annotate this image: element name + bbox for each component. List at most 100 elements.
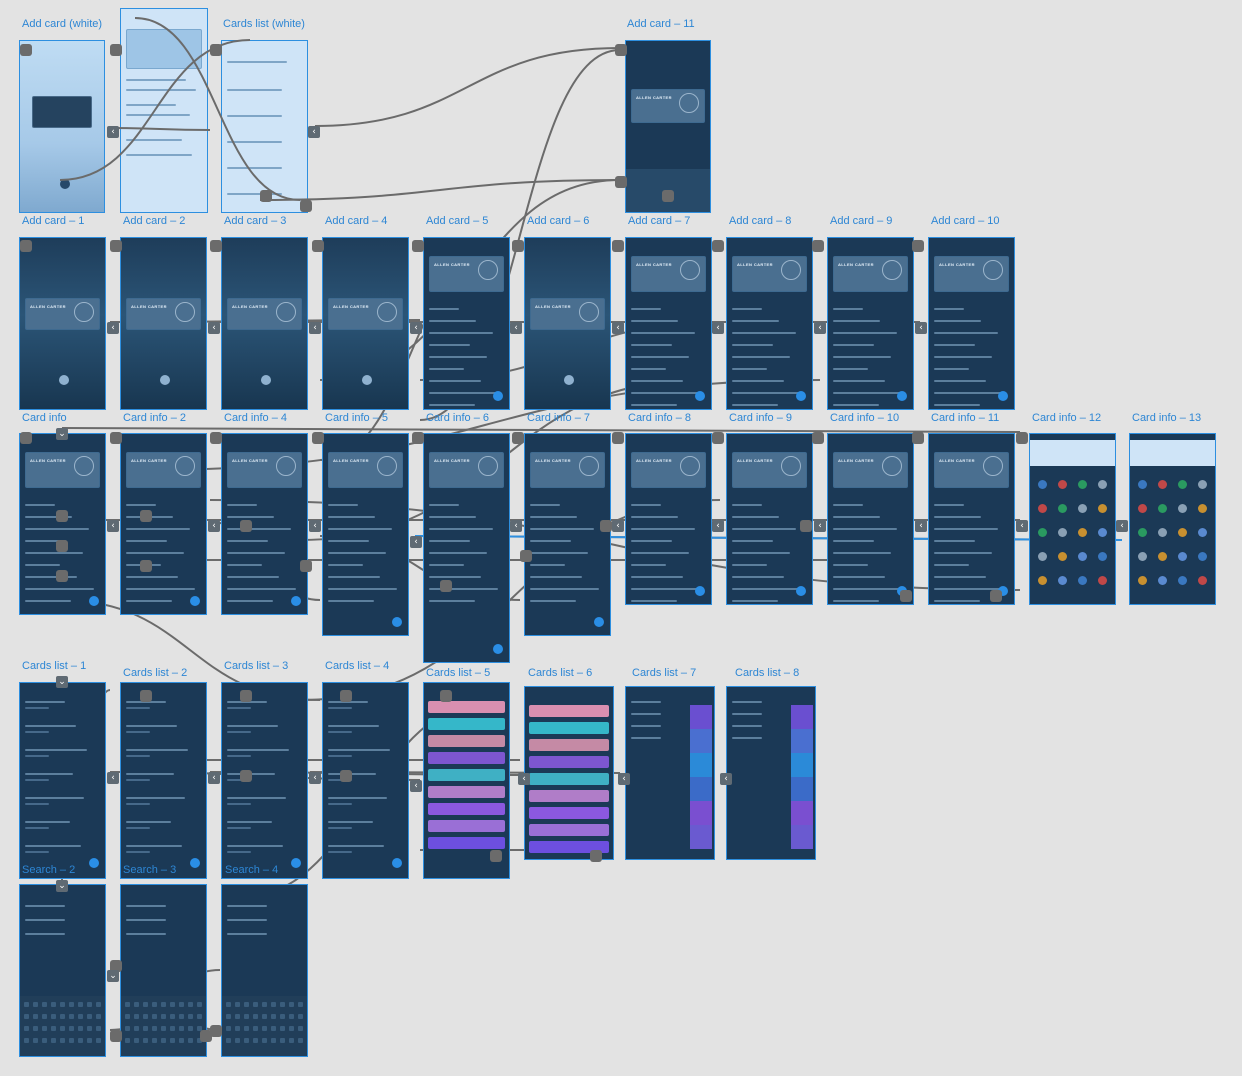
chevron-left-icon[interactable]: ‹ xyxy=(618,773,630,785)
artboard-label[interactable]: Card info – 9 xyxy=(729,412,792,424)
artboard-add-card-8[interactable]: ALLEN CARTER xyxy=(726,237,813,410)
wire-port[interactable] xyxy=(56,540,68,552)
wire-port[interactable] xyxy=(912,432,924,444)
wire-port[interactable] xyxy=(300,560,312,572)
wire-port[interactable] xyxy=(812,432,824,444)
artboard-cards-list-4[interactable] xyxy=(322,682,409,879)
wire-port[interactable] xyxy=(300,200,312,212)
chevron-left-icon[interactable]: ‹ xyxy=(309,322,321,334)
artboard-cards-list-8[interactable] xyxy=(726,686,816,860)
prototype-wire[interactable] xyxy=(109,127,211,131)
artboard-card-info-2[interactable]: ALLEN CARTER xyxy=(120,433,207,615)
artboard-label[interactable]: Add card – 7 xyxy=(628,215,691,227)
artboard-label[interactable]: Cards list (white) xyxy=(223,18,305,30)
add-icon[interactable] xyxy=(89,596,99,606)
chevron-left-icon[interactable]: ‹ xyxy=(915,520,927,532)
artboard-card-info-6[interactable]: ALLEN CARTER xyxy=(524,433,611,636)
chevron-left-icon[interactable]: ‹ xyxy=(309,772,321,784)
artboard-label[interactable]: Card info – 8 xyxy=(628,412,691,424)
wire-port[interactable] xyxy=(615,44,627,56)
wire-port[interactable] xyxy=(260,190,272,202)
wire-port[interactable] xyxy=(1016,432,1028,444)
wire-port[interactable] xyxy=(712,432,724,444)
add-icon[interactable] xyxy=(392,617,402,627)
add-icon[interactable] xyxy=(695,586,705,596)
artboard-cards-list-5[interactable] xyxy=(423,682,510,879)
artboard-add-card-7[interactable]: ALLEN CARTER xyxy=(625,237,712,410)
add-icon[interactable] xyxy=(594,617,604,627)
wire-port[interactable] xyxy=(210,240,222,252)
add-icon[interactable] xyxy=(998,391,1008,401)
wire-port[interactable] xyxy=(240,690,252,702)
artboard-add-card-10[interactable]: ALLEN CARTER xyxy=(928,237,1015,410)
chevron-left-icon[interactable]: ‹ xyxy=(1016,520,1028,532)
wire-port[interactable] xyxy=(110,1030,122,1042)
prototype-wire[interactable] xyxy=(61,427,1021,433)
wire-port[interactable] xyxy=(812,240,824,252)
shutter-icon[interactable] xyxy=(563,375,574,385)
wire-port[interactable] xyxy=(340,690,352,702)
wire-port[interactable] xyxy=(512,432,524,444)
artboard-label[interactable]: Add card – 4 xyxy=(325,215,388,227)
artboard-add-card-9[interactable]: ALLEN CARTER xyxy=(827,237,914,410)
chevron-left-icon[interactable]: ‹ xyxy=(510,322,522,334)
artboard-cards-list-white-a[interactable] xyxy=(120,8,208,213)
artboard-add-card-4[interactable]: ALLEN CARTER xyxy=(322,237,409,410)
add-icon[interactable] xyxy=(796,391,806,401)
artboard-card-info-8[interactable]: ALLEN CARTER xyxy=(726,433,813,605)
artboard-label[interactable]: Add card – 1 xyxy=(22,215,85,227)
artboard-card-info-3[interactable]: ALLEN CARTER xyxy=(221,433,308,615)
wire-port[interactable] xyxy=(210,432,222,444)
wire-port[interactable] xyxy=(440,690,452,702)
add-icon[interactable] xyxy=(897,391,907,401)
artboard-add-card-2[interactable]: ALLEN CARTER xyxy=(120,237,207,410)
artboard-label[interactable]: Card info – 4 xyxy=(224,412,287,424)
artboard-label[interactable]: Search – 4 xyxy=(225,864,279,876)
chevron-left-icon[interactable]: ‹ xyxy=(518,773,530,785)
wire-port[interactable] xyxy=(56,510,68,522)
add-icon[interactable] xyxy=(190,596,200,606)
wire-port[interactable] xyxy=(520,550,532,562)
artboard-cards-list-7[interactable] xyxy=(625,686,715,860)
artboard-label[interactable]: Cards list – 6 xyxy=(528,667,593,679)
wire-port[interactable] xyxy=(412,432,424,444)
artboard-card-info-5[interactable]: ALLEN CARTER xyxy=(423,433,510,663)
chevron-left-icon[interactable]: ‹ xyxy=(309,520,321,532)
artboard-label[interactable]: Cards list – 8 xyxy=(735,667,800,679)
wire-port[interactable] xyxy=(612,240,624,252)
artboard-add-card-6[interactable]: ALLEN CARTER xyxy=(524,237,611,410)
shutter-icon[interactable] xyxy=(159,375,170,385)
chevron-left-icon[interactable]: ‹ xyxy=(208,520,220,532)
artboard-label[interactable]: Card info – 2 xyxy=(123,412,186,424)
artboard-label[interactable]: Card info – 12 xyxy=(1032,412,1102,424)
chevron-down-icon[interactable]: ⌄ xyxy=(56,428,68,440)
artboard-label[interactable]: Card info – 13 xyxy=(1132,412,1202,424)
chevron-left-icon[interactable]: ‹ xyxy=(510,520,522,532)
artboard-label[interactable]: Card info – 11 xyxy=(931,412,1000,424)
keyboard[interactable] xyxy=(121,996,206,1056)
artboard-card-info-7[interactable]: ALLEN CARTER xyxy=(625,433,712,605)
chevron-left-icon[interactable]: ‹ xyxy=(410,322,422,334)
chevron-left-icon[interactable]: ‹ xyxy=(915,322,927,334)
wire-port[interactable] xyxy=(512,240,524,252)
wire-port[interactable] xyxy=(412,240,424,252)
chevron-left-icon[interactable]: ‹ xyxy=(612,520,624,532)
wire-port[interactable] xyxy=(900,590,912,602)
artboard-label[interactable]: Cards list – 4 xyxy=(325,660,390,672)
add-icon[interactable] xyxy=(190,858,200,868)
add-icon[interactable] xyxy=(291,596,301,606)
wire-port[interactable] xyxy=(20,240,32,252)
wire-port[interactable] xyxy=(612,432,624,444)
artboard-label[interactable]: Add card – 3 xyxy=(224,215,287,227)
wire-port[interactable] xyxy=(440,580,452,592)
artboard-label[interactable]: Cards list – 7 xyxy=(632,667,697,679)
add-icon[interactable] xyxy=(493,644,503,654)
wire-port[interactable] xyxy=(110,240,122,252)
chevron-left-icon[interactable]: ‹ xyxy=(814,520,826,532)
artboard-card-info-12[interactable] xyxy=(1129,433,1216,605)
artboard-cards-list-white[interactable] xyxy=(221,40,308,213)
chevron-down-icon[interactable]: ⌄ xyxy=(107,970,119,982)
wire-port[interactable] xyxy=(210,1025,222,1037)
wire-port[interactable] xyxy=(200,1030,212,1042)
artboard-add-card-3[interactable]: ALLEN CARTER xyxy=(221,237,308,410)
